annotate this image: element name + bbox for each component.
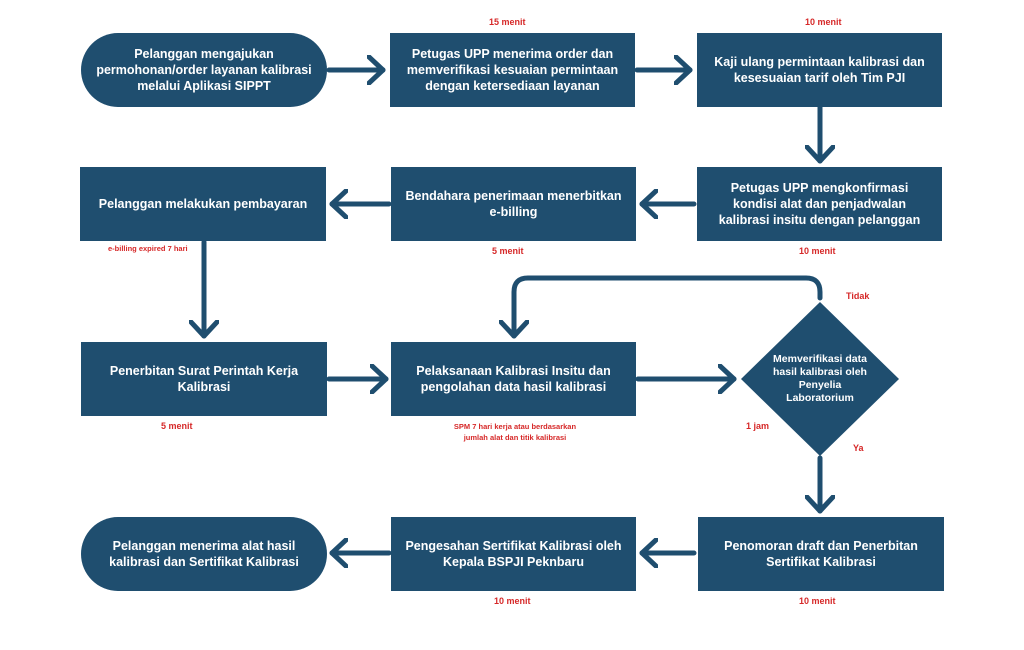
node-ebilling: Bendahara penerimaan menerbitkan e-billi…: [391, 167, 636, 241]
branch-label-yes: Ya: [853, 443, 864, 453]
time-note-upp-verify: 15 menit: [489, 17, 526, 27]
time-note-certificate-issue: 10 menit: [799, 596, 836, 606]
decision-verify-text: Memverifikasi data hasil kalibrasi oleh …: [773, 353, 867, 404]
node-upp-confirm-schedule: Petugas UPP mengkonfirmasi kondisi alat …: [697, 167, 942, 241]
node-calibration-insitu: Pelaksanaan Kalibrasi Insitu dan pengola…: [391, 342, 636, 416]
node-spk: Penerbitan Surat Perintah Kerja Kalibras…: [81, 342, 327, 416]
decision-diamond: [741, 302, 899, 456]
node-certificate-approval: Pengesahan Sertifikat Kalibrasi oleh Kep…: [391, 517, 636, 591]
arrow-n9-n8-no-loop: [514, 275, 823, 339]
node-certificate-issue: Penomoran draft dan Penerbitan Sertifika…: [698, 517, 944, 591]
time-note-pji-review: 10 menit: [805, 17, 842, 27]
time-note-verification: 1 jam: [746, 421, 770, 431]
time-note-spk: 5 menit: [161, 421, 193, 431]
node-end-receive: Pelanggan menerima alat hasil kalibrasi …: [81, 517, 327, 591]
branch-label-no: Tidak: [846, 291, 870, 301]
time-note-upp-confirm: 10 menit: [799, 246, 836, 256]
node-payment: Pelanggan melakukan pembayaran: [80, 167, 326, 241]
node-start-order: Pelanggan mengajukan permohonan/order la…: [81, 33, 327, 107]
note-spm-duration: SPM 7 hari kerja atau berdasarkan jumlah…: [453, 422, 577, 442]
time-note-ebilling: 5 menit: [492, 246, 524, 256]
note-ebilling-expired: e-billing expired 7 hari: [108, 244, 188, 253]
node-upp-verify-order: Petugas UPP menerima order dan memverifi…: [390, 33, 635, 107]
time-note-certificate-approval: 10 menit: [494, 596, 531, 606]
node-pji-review: Kaji ulang permintaan kalibrasi dan kese…: [697, 33, 942, 107]
